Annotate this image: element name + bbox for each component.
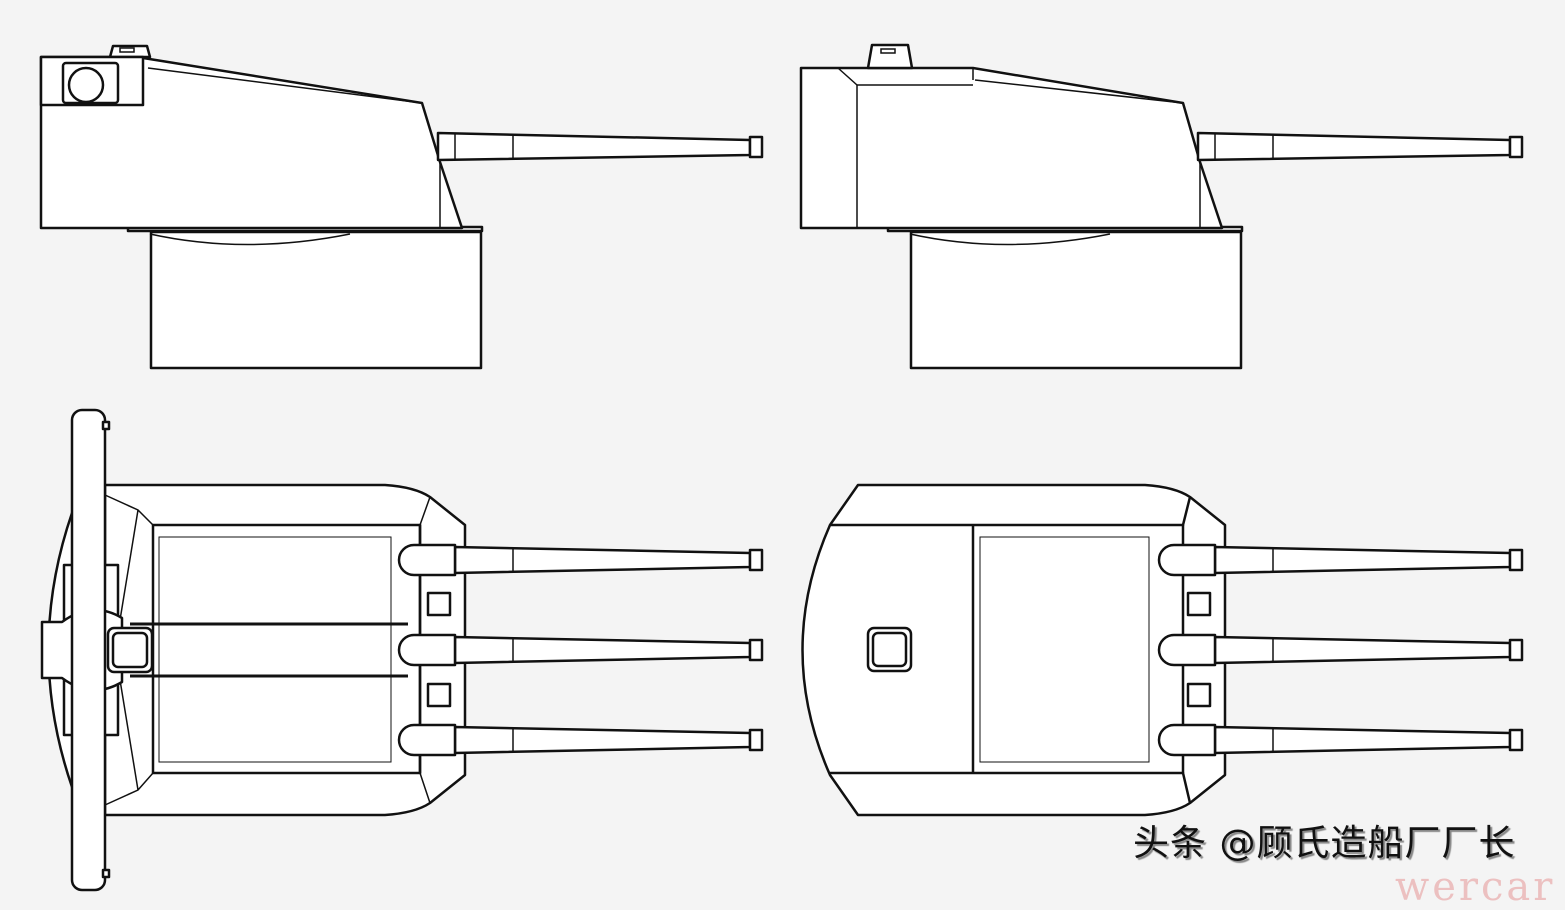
muzzle [748, 728, 764, 752]
muzzle [1508, 728, 1524, 752]
muzzle [748, 135, 764, 159]
gun-breech [1157, 543, 1217, 577]
gun-breech [1157, 633, 1217, 667]
ring [149, 233, 351, 246]
turret-roof [801, 483, 1227, 817]
muzzle [1508, 135, 1524, 159]
turret-roof [103, 483, 467, 817]
gun-barrel [453, 545, 752, 575]
gun-breech [1157, 723, 1217, 757]
gun-barrel [436, 131, 752, 162]
muzzle [1508, 548, 1524, 572]
hatch [866, 43, 914, 70]
turret-body [799, 66, 1224, 230]
gun-breech [397, 633, 457, 667]
muzzle [748, 638, 764, 662]
rangefinder-arm [70, 408, 107, 892]
gun-barrel [1213, 545, 1512, 575]
gun-barrel [1213, 725, 1512, 755]
side-view-with-rangefinder [39, 44, 764, 370]
muzzle [748, 548, 764, 572]
rangefinder-port [67, 66, 105, 104]
gun-breech [397, 543, 457, 577]
muzzle [1508, 638, 1524, 662]
gun-breech [397, 723, 457, 757]
gun-barrel [453, 725, 752, 755]
watermark: 头条 @顾氏造船厂厂长 [1133, 823, 1516, 864]
gun-barrel [1196, 131, 1512, 162]
watermark-overlay: wercar [1395, 864, 1556, 910]
barbette [149, 230, 483, 370]
gun-barrel [1213, 635, 1512, 665]
gun-barrel [453, 635, 752, 665]
barbette [909, 230, 1243, 370]
top-view-with-rangefinder [40, 408, 467, 892]
gun-group [397, 543, 1524, 757]
side-view-plain [799, 43, 1524, 370]
